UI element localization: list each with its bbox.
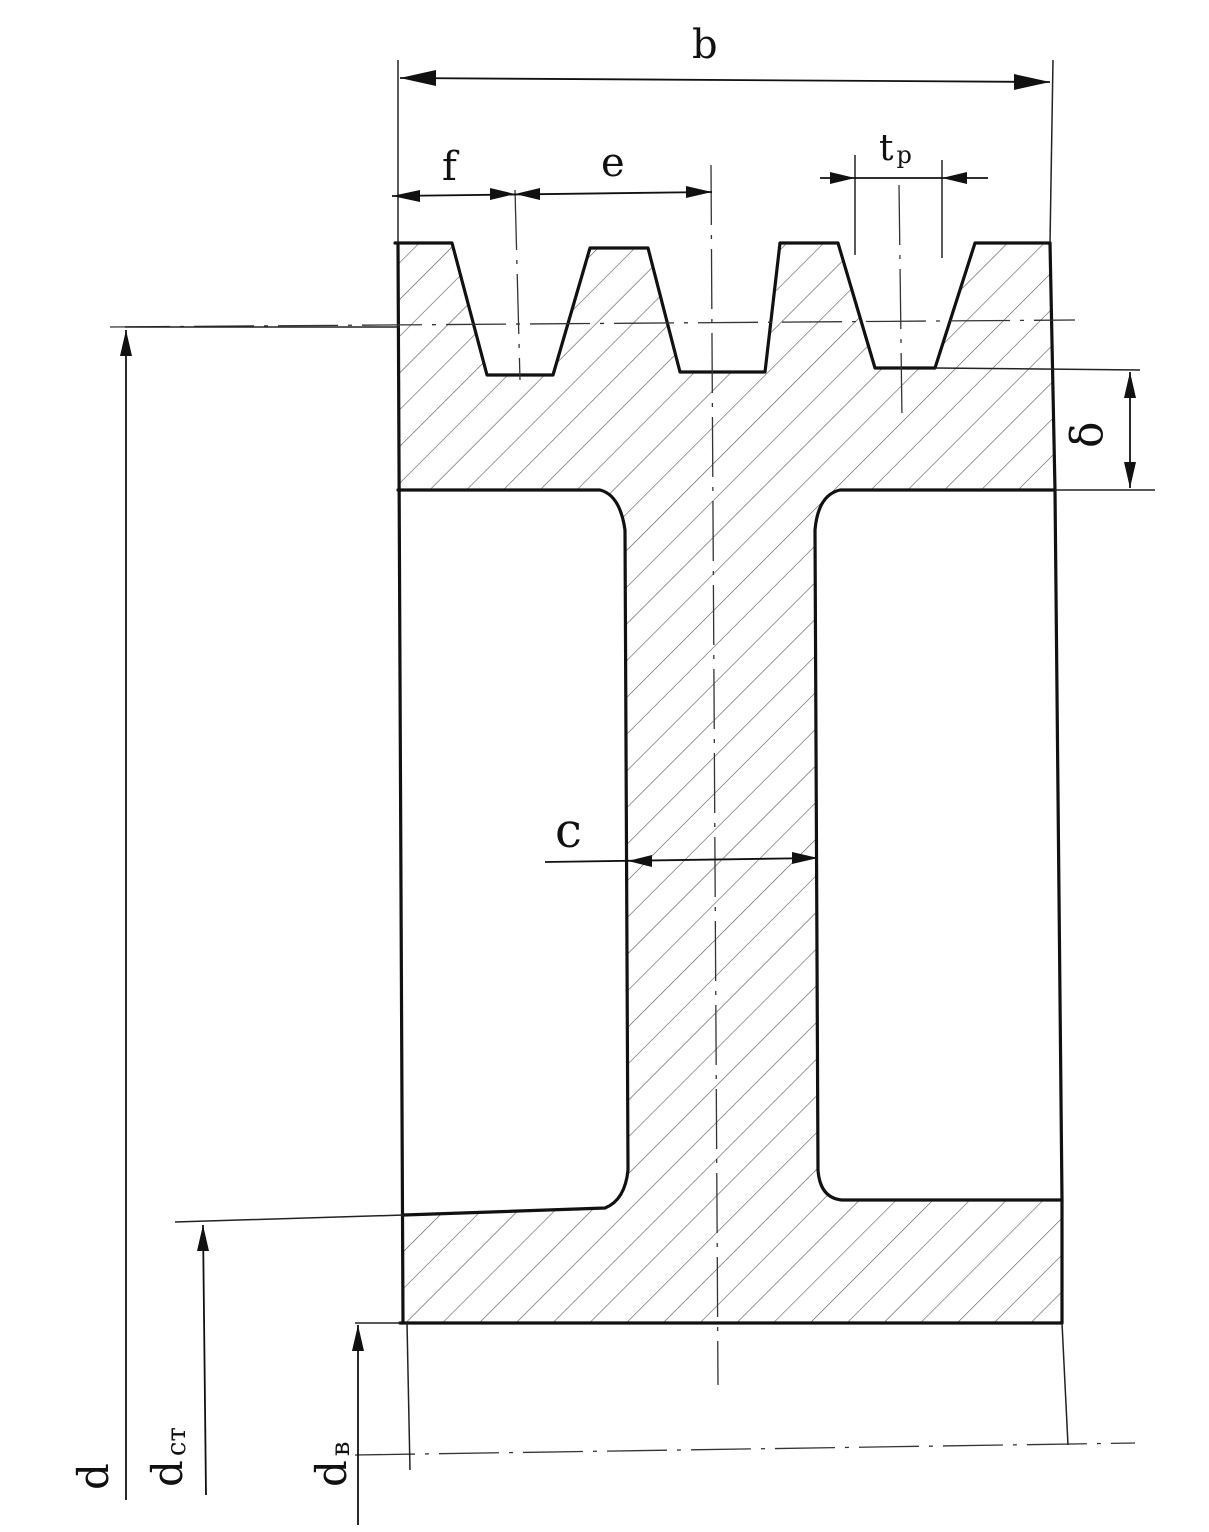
right-cavity: [813, 488, 1064, 1202]
symmetry-axis-vertical: [710, 164, 719, 1386]
right-edge: [1048, 241, 1064, 1325]
label-c: c: [555, 803, 582, 859]
groove-axis: [898, 184, 903, 421]
label-dst: dст: [143, 1427, 192, 1487]
label-delta: δ: [1062, 422, 1113, 449]
pulley-outline: [393, 241, 1064, 1325]
pulley-section-hatch: [398, 243, 1062, 1323]
rotation-axis-horizontal: [354, 1442, 1136, 1456]
label-e: e: [601, 140, 625, 186]
dimension-delta: [1124, 372, 1136, 488]
pitch-line: [109, 319, 1076, 328]
dimension-b: [399, 70, 1051, 90]
dimension-dst: [197, 1224, 209, 1496]
groove-axis-left: [514, 189, 521, 381]
label-dv: dв: [307, 1441, 356, 1487]
label-b: b: [692, 22, 718, 68]
label-f: f: [442, 144, 460, 190]
dimension-tp: [820, 172, 988, 184]
label-d: d: [69, 1463, 118, 1490]
grooved-rim-profile: [393, 241, 1052, 377]
extension-lines: [125, 59, 1155, 1471]
left-edge: [396, 241, 405, 1325]
dimension-d: [120, 330, 132, 1500]
dimension-dv: [352, 1325, 364, 1525]
dimension-c: [544, 852, 819, 867]
dimension-f-e: [391, 186, 713, 202]
left-cavity: [396, 488, 630, 1217]
